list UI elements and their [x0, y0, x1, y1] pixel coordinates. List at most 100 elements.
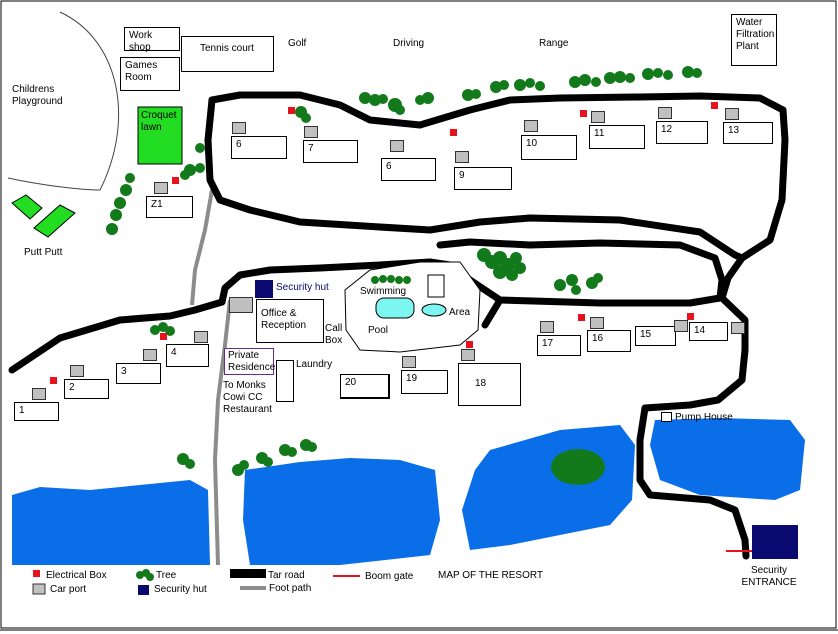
- dam-left: [12, 480, 210, 565]
- unit-9: 9: [454, 167, 512, 190]
- car-port: [143, 349, 157, 361]
- car-port: [402, 356, 416, 368]
- dam-middle: [243, 458, 440, 565]
- water-plant-label: Water Filtration Plant: [736, 17, 775, 52]
- unit-label: 1: [19, 405, 25, 416]
- security-hut-label: Security hut: [276, 282, 329, 293]
- unit-6b: 6: [381, 158, 436, 181]
- swimming-pool: [375, 297, 415, 319]
- tar-roads: [8, 91, 789, 560]
- electrical-box: [466, 341, 473, 348]
- croquet-label: Croquet lawn: [141, 110, 177, 133]
- car-port: [154, 182, 168, 194]
- legend-tree: Tree: [156, 570, 177, 581]
- car-port: [455, 151, 469, 163]
- unit-17: 17: [537, 335, 581, 356]
- unit-20: 20: [340, 374, 390, 399]
- office-label: Office & Reception: [261, 308, 307, 331]
- workshop-label: Work shop: [129, 30, 153, 53]
- legend-car-port: Car port: [50, 584, 87, 595]
- dam-right-center: [462, 425, 635, 550]
- pump-house-label: Pump House: [675, 412, 733, 423]
- unit-label: 12: [661, 124, 673, 135]
- range-label: Range: [539, 38, 569, 49]
- car-port: [590, 317, 604, 329]
- pool-shed: [427, 274, 445, 298]
- electrical-box: [172, 177, 179, 184]
- electrical-box: [50, 377, 57, 384]
- playground-label: Childrens Playground: [12, 84, 63, 107]
- electrical-box: [288, 107, 295, 114]
- tennis-label: Tennis court: [200, 43, 254, 54]
- unit-label: Z1: [151, 199, 163, 210]
- unit-7: 7: [303, 140, 358, 163]
- car-port: [524, 120, 538, 132]
- unit-label: 19: [406, 373, 418, 384]
- unit-6a: 6: [231, 136, 287, 159]
- security-hut-entrance: [752, 525, 798, 559]
- area-label: Area: [449, 307, 471, 318]
- car-port: [304, 126, 318, 138]
- unit-label: 17: [542, 338, 554, 349]
- unit-label: 2: [69, 382, 75, 393]
- call-box-label: Call Box: [325, 323, 343, 346]
- unit-14: 14: [689, 322, 728, 341]
- driving-label: Driving: [393, 38, 425, 49]
- unit-4: 4: [166, 344, 209, 367]
- water-filtration-plant: Water Filtration Plant: [731, 14, 777, 66]
- foot-path: [190, 189, 232, 566]
- unit-label: 15: [640, 329, 652, 340]
- games-room: Games Room: [120, 57, 180, 91]
- car-port: [232, 122, 246, 134]
- unit-label: 4: [171, 347, 177, 358]
- map-title: MAP OF THE RESORT: [438, 570, 544, 581]
- car-port: [194, 331, 208, 343]
- unit-label: 3: [121, 366, 127, 377]
- unit-label: 11: [594, 128, 605, 139]
- unit-label: 13: [728, 125, 740, 136]
- dam-right: [650, 418, 805, 500]
- unit-z1: Z1: [146, 196, 193, 218]
- car-port: [591, 111, 605, 123]
- swimming-label: Swimming: [360, 286, 407, 297]
- playground-boundary-lower: [7, 177, 101, 191]
- tennis-court: Tennis court: [181, 36, 274, 72]
- legend-electrical-box: Electrical Box: [46, 570, 107, 581]
- trees: [106, 66, 702, 476]
- electrical-box: [160, 333, 167, 340]
- workshop: Work shop: [124, 27, 180, 53]
- unit-10: 10: [521, 135, 577, 160]
- unit-3: 3: [116, 363, 161, 384]
- electrical-box: [580, 110, 587, 117]
- croquet-lawn: [137, 106, 183, 165]
- unit-label: 9: [459, 170, 465, 181]
- car-port: [674, 320, 688, 332]
- laundry-building: [276, 360, 294, 402]
- unit-label: 7: [308, 143, 314, 154]
- games-room-label: Games Room: [125, 60, 158, 83]
- small-pool: [421, 303, 447, 317]
- car-port: [32, 388, 46, 400]
- putt-putt-label: Putt Putt: [24, 247, 63, 258]
- security-entrance-label: Security ENTRANCE: [741, 565, 797, 588]
- unit-15: 15: [635, 326, 676, 346]
- car-port: [731, 322, 745, 334]
- unit-18: 18: [458, 363, 521, 406]
- car-port-office: [229, 297, 253, 313]
- unit-label: 16: [592, 333, 604, 344]
- electrical-box: [578, 314, 585, 321]
- unit-19: 19: [401, 370, 448, 394]
- private-label: Private Residence: [228, 350, 276, 373]
- electrical-box: [450, 129, 457, 136]
- unit-11: 11: [589, 125, 645, 149]
- playground-boundary: [59, 11, 120, 191]
- car-port: [725, 108, 739, 120]
- unit-1: 1: [14, 402, 59, 421]
- pump-house: [661, 412, 672, 422]
- unit-label: 14: [694, 325, 706, 336]
- private-residence: Private Residence: [224, 348, 276, 375]
- island: [551, 449, 605, 485]
- unit-label: 20: [345, 377, 357, 388]
- car-port: [658, 107, 672, 119]
